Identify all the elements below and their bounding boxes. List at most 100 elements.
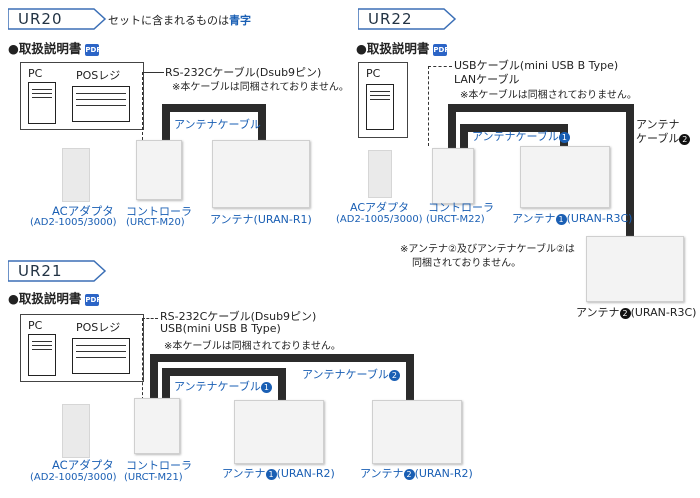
ur22-antenna-cable2-v1 <box>448 112 456 152</box>
ur22-adapter-model: (AD2-1005/3000) <box>336 214 423 225</box>
ur22-tag-label: UR22 <box>368 10 413 28</box>
ur21-antenna1-prefix: アンテナ <box>222 467 266 480</box>
ur21-cable-label1: RS-232Cケーブル(Dsub9ピン) <box>160 310 317 323</box>
ur21-pos-label: POSレジ <box>76 321 121 334</box>
ur20-pc-label: PC <box>28 67 43 80</box>
ur22-antenna-cable2-text: ケーブル <box>636 132 680 145</box>
ur20-antenna-cable-h <box>162 104 266 112</box>
ur22-antenna-cable1-v1 <box>460 124 468 152</box>
manual-heading-text: ●取扱説明書 <box>8 41 82 56</box>
ur21-cable-note: ※本ケーブルは同梱されておりません。 <box>164 341 341 352</box>
ur22-controller-name: コントローラ <box>428 201 494 214</box>
ur20-antenna-cable-v2 <box>258 104 266 144</box>
ur20-pos-icon <box>72 86 130 122</box>
ur20-pos-label: POSレジ <box>76 69 121 82</box>
ur22-antenna-cable2-v2 <box>626 104 634 238</box>
ur20-tag-label: UR20 <box>18 10 63 28</box>
ur21-controller-name: コントローラ <box>126 459 192 472</box>
ur20-antenna <box>212 140 310 208</box>
ur20-rs232-line <box>142 72 143 140</box>
ur22-line-h <box>428 66 452 67</box>
ur21-antenna-cable2-v2 <box>406 354 414 402</box>
ur21-antenna2-suffix: (URAN-R2) <box>414 467 473 480</box>
ur22-pc-icon <box>366 84 394 130</box>
ur21-tag: UR21 <box>8 260 108 282</box>
ur20-controller-model: (URCT-M20) <box>126 217 185 228</box>
ur21-antenna-cable1-v2 <box>278 368 286 402</box>
ur22-antenna2 <box>586 236 684 302</box>
ur22-antenna1-prefix: アンテナ <box>512 212 556 225</box>
ur20-controller <box>136 140 182 200</box>
tag-arrow-shape <box>8 8 107 30</box>
ur22-bottom-note2: 同梱されておりません。 <box>412 258 522 269</box>
ur21-pc-icon <box>28 334 56 376</box>
ur21-pos-icon <box>72 338 130 374</box>
ur21-antenna-cable2-h <box>150 354 414 362</box>
ur22-antenna-cable1-text: アンテナケーブル <box>472 130 559 143</box>
ur20-tag: UR20 <box>8 8 108 30</box>
ur21-antenna1 <box>234 400 324 464</box>
pdf-download-icon[interactable]: PDF <box>433 43 450 56</box>
ur21-adapter-name: ACアダプタ <box>52 458 114 472</box>
legend-note-highlight: 青字 <box>229 14 251 27</box>
ur21-antenna2 <box>372 400 462 464</box>
legend-note-prefix: セットに含まれるものは <box>108 14 229 27</box>
ur22-controller-model: (URCT-M22) <box>426 214 485 225</box>
ur21-ac-adapter <box>62 404 90 458</box>
ur22-usb-line <box>428 66 429 146</box>
pdf-download-icon[interactable]: PDF <box>85 43 102 56</box>
legend-note: セットに含まれるものは青字 <box>108 12 251 28</box>
ur22-antenna-cable1-h <box>460 124 568 132</box>
ur22-antenna2-suffix: (URAN-R3C) <box>630 306 697 319</box>
ur20-adapter-model: (AD2-1005/3000) <box>30 217 117 228</box>
ur22-controller <box>432 148 474 204</box>
ur22-bottom-note1: ※アンテナ②及びアンテナケーブル②は <box>400 244 575 255</box>
ur22-antenna1-suffix: (URAN-R3C) <box>566 212 633 225</box>
number-2-badge: 2 <box>619 307 631 319</box>
number-2-badge: 2 <box>388 369 400 381</box>
number-1-badge: 1 <box>265 468 277 480</box>
ur21-adapter-model: (AD2-1005/3000) <box>30 472 117 483</box>
ur20-antenna-cable-label: アンテナケーブル <box>174 118 261 131</box>
ur20-controller-name: コントローラ <box>126 205 192 218</box>
ur22-adapter-name: ACアダプタ <box>350 201 410 214</box>
ur22-pc-label: PC <box>366 67 381 80</box>
ur22-antenna-cable2-label1: アンテナ <box>636 118 680 131</box>
number-1-badge: 1 <box>260 381 272 393</box>
tag-arrow-shape <box>358 8 457 30</box>
ur21-antenna2-prefix: アンテナ <box>360 467 404 480</box>
tag-arrow-shape <box>8 260 107 282</box>
ur21-controller-model: (URCT-M21) <box>124 472 183 483</box>
ur20-antenna-label: アンテナ(URAN-R1) <box>210 213 312 226</box>
ur21-antenna-cable1-v1 <box>162 368 170 400</box>
ur20-cable-note: ※本ケーブルは同梱されておりません。 <box>172 82 349 93</box>
ur22-ac-adapter <box>368 150 392 198</box>
ur22-cable-note: ※本ケーブルは同梱されておりません。 <box>460 90 637 101</box>
ur21-pc-label: PC <box>28 319 43 332</box>
manual-heading-text: ●取扱説明書 <box>8 291 82 306</box>
ur22-cable-label2: LANケーブル <box>454 73 520 86</box>
ur22-cable-label1: USBケーブル(mini USB B Type) <box>454 59 619 72</box>
ur21-controller <box>134 398 180 454</box>
number-2-badge: 2 <box>403 468 415 480</box>
ur21-antenna-cable2-v1 <box>150 354 158 400</box>
number-1-badge: 1 <box>558 131 570 143</box>
pdf-download-icon[interactable]: PDF <box>85 293 102 306</box>
ur20-adapter-name: ACアダプタ <box>52 204 114 218</box>
ur21-antenna-cable1-h <box>162 368 286 376</box>
ur20-cable-label: RS-232Cケーブル(Dsub9ピン) <box>165 66 322 79</box>
ur21-cable-line <box>142 318 143 400</box>
ur22-antenna2-prefix: アンテナ <box>576 306 620 319</box>
ur20-antenna-cable-v1 <box>162 104 170 144</box>
